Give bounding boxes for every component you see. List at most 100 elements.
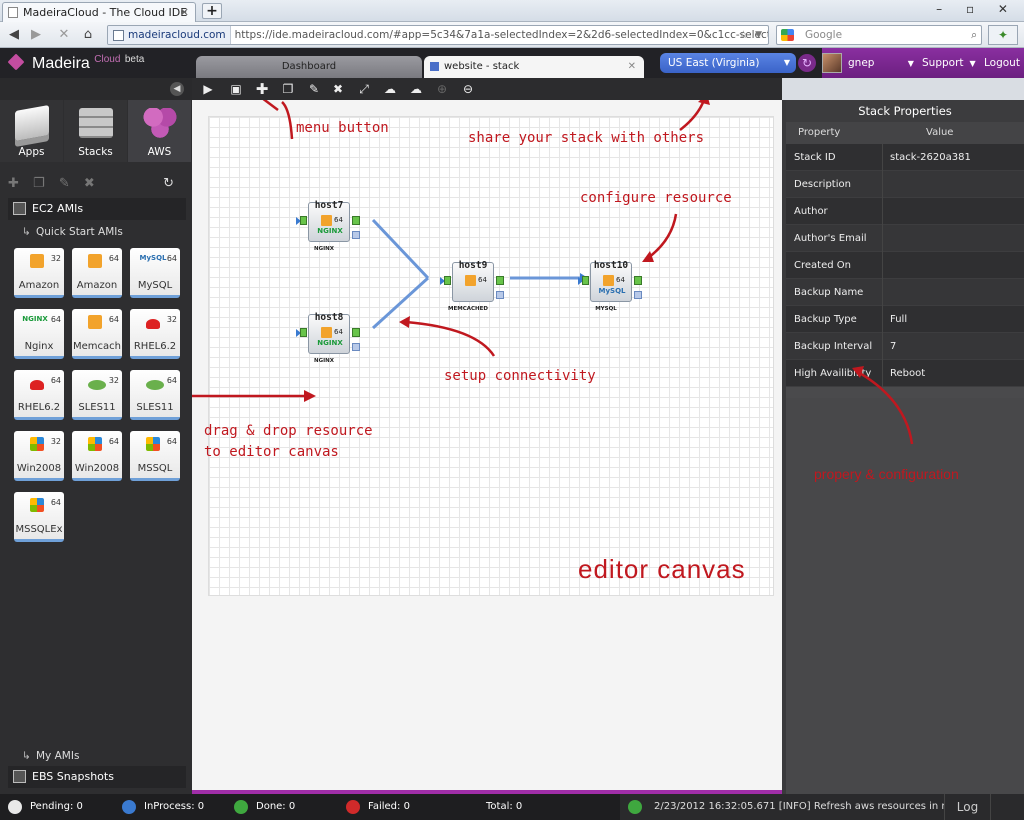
save-icon[interactable]: ▣ bbox=[230, 82, 242, 96]
input-port[interactable] bbox=[582, 276, 589, 285]
logout-link[interactable]: Logout bbox=[984, 57, 1020, 69]
output-port[interactable] bbox=[352, 328, 360, 337]
property-value[interactable]: stack-2620a381 bbox=[890, 152, 971, 163]
quick-start-amis[interactable]: ↳ Quick Start AMIs bbox=[8, 222, 186, 242]
annotation-editor-canvas: editor canvas bbox=[578, 554, 746, 584]
property-row[interactable]: Author's Email bbox=[786, 225, 1024, 252]
close-tab-icon[interactable]: ✕ bbox=[627, 61, 636, 72]
property-row[interactable]: Description bbox=[786, 171, 1024, 198]
ami-label: MySQL bbox=[137, 280, 173, 291]
section-ec2-amis[interactable]: EC2 AMIs bbox=[8, 198, 186, 220]
instance-box[interactable] bbox=[452, 262, 494, 302]
log-button[interactable]: Log bbox=[944, 794, 990, 820]
bookmark-star-icon[interactable]: ☆ bbox=[738, 29, 748, 41]
output-port[interactable] bbox=[496, 276, 504, 285]
url-dropdown-icon[interactable]: ▼ bbox=[755, 30, 762, 40]
edit-pencil-icon[interactable]: ✎ bbox=[308, 82, 320, 96]
delete-icon[interactable]: ✖ bbox=[83, 176, 95, 191]
avatar[interactable] bbox=[822, 53, 842, 73]
secondary-port[interactable] bbox=[352, 231, 360, 239]
sync-icon[interactable]: ↻ bbox=[798, 54, 816, 72]
new-tab-button[interactable]: + bbox=[202, 3, 222, 19]
support-menu[interactable]: Support▼ bbox=[922, 57, 976, 69]
tab-dashboard[interactable]: Dashboard bbox=[196, 56, 422, 78]
input-port[interactable] bbox=[444, 276, 451, 285]
user-menu[interactable]: gnep ▼ bbox=[848, 57, 914, 69]
log-toggle-button[interactable] bbox=[990, 794, 1024, 820]
add-icon[interactable]: ✚ bbox=[255, 80, 269, 98]
extension-icon[interactable]: ✦ bbox=[988, 25, 1018, 45]
close-tab-icon[interactable]: ✕ bbox=[179, 6, 189, 19]
add-icon[interactable]: ✚ bbox=[8, 176, 19, 191]
aws-cube-icon bbox=[603, 275, 614, 286]
upload-cloud-icon[interactable]: ☁ bbox=[384, 82, 396, 96]
secondary-port[interactable] bbox=[634, 291, 642, 299]
section-ebs-snapshots[interactable]: EBS Snapshots bbox=[8, 766, 186, 788]
property-value[interactable]: Full bbox=[890, 314, 908, 325]
connection-line[interactable] bbox=[371, 276, 430, 330]
duplicate-icon[interactable]: ❐ bbox=[282, 82, 294, 96]
property-row[interactable]: Backup Name bbox=[786, 279, 1024, 306]
download-cloud-icon[interactable]: ☁ bbox=[410, 82, 422, 96]
tab-stacks[interactable]: Stacks bbox=[64, 100, 127, 162]
secondary-port[interactable] bbox=[352, 343, 360, 351]
secondary-port[interactable] bbox=[496, 291, 504, 299]
home-icon[interactable]: ⌂ bbox=[83, 27, 93, 42]
search-icon[interactable]: ⌕ bbox=[971, 29, 977, 41]
output-port[interactable] bbox=[634, 276, 642, 285]
property-value[interactable]: Reboot bbox=[890, 368, 926, 379]
region-selector[interactable]: US East (Virginia) ▼ bbox=[660, 53, 796, 73]
input-port[interactable] bbox=[300, 328, 307, 337]
delete-icon[interactable]: ✖ bbox=[332, 82, 344, 96]
connection-line[interactable] bbox=[371, 218, 430, 280]
log-message[interactable]: 2/23/2012 16:32:05.671 [INFO] Refresh aw… bbox=[620, 794, 944, 820]
input-port[interactable] bbox=[300, 216, 307, 225]
zoom-in-icon[interactable]: ⊕ bbox=[436, 82, 448, 96]
tab-aws[interactable]: AWS bbox=[128, 100, 191, 162]
property-row[interactable]: Author bbox=[786, 198, 1024, 225]
tab-apps[interactable]: Apps bbox=[0, 100, 63, 162]
forward-arrow-icon[interactable]: ▶ bbox=[31, 27, 41, 42]
edit-pencil-icon[interactable]: ✎ bbox=[58, 176, 70, 191]
refresh-icon[interactable]: ↻ bbox=[163, 176, 174, 191]
my-amis[interactable]: ↳ My AMIs bbox=[8, 746, 186, 766]
window-controls[interactable]: – ▫ ✕ bbox=[936, 2, 1018, 16]
back-arrow-icon[interactable]: ◀ bbox=[9, 27, 19, 42]
tab-website-stack[interactable]: website - stack ✕ bbox=[424, 56, 644, 78]
zoom-out-icon[interactable]: ⊖ bbox=[462, 82, 474, 96]
fullscreen-icon[interactable]: ⤢ bbox=[359, 82, 369, 96]
property-value[interactable]: 7 bbox=[890, 341, 897, 352]
run-play-icon[interactable]: ▶ bbox=[203, 82, 213, 96]
stop-icon[interactable]: ✕ bbox=[58, 27, 70, 42]
canvas-grid[interactable] bbox=[208, 116, 774, 596]
output-port[interactable] bbox=[352, 216, 360, 225]
search-input[interactable]: Google ⌕ bbox=[776, 25, 982, 45]
property-row[interactable]: Created On bbox=[786, 252, 1024, 279]
browser-tab[interactable]: MadeiraCloud - The Cloud IDE ✕ bbox=[2, 2, 196, 22]
copy-icon[interactable]: ❐ bbox=[33, 176, 45, 191]
collapse-panel-icon[interactable]: ◀ bbox=[170, 82, 184, 96]
